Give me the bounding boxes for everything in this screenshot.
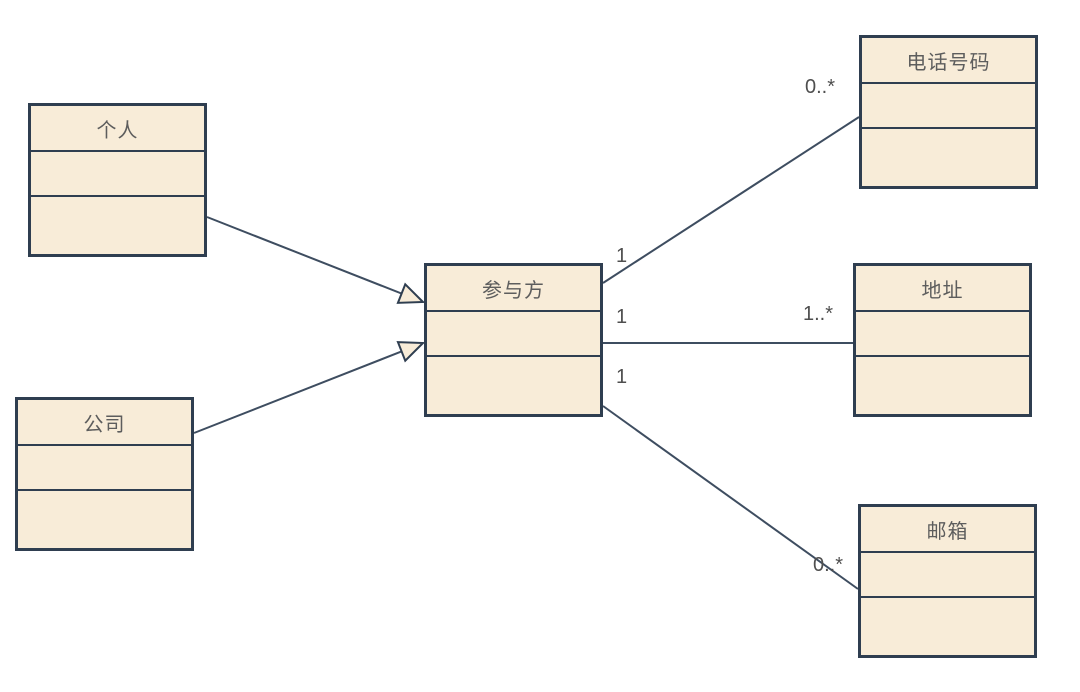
class-box-address[interactable]: 地址 (853, 263, 1032, 417)
class-attributes-compartment (18, 446, 191, 491)
multiplicity-phone-target: 0..* (805, 76, 836, 98)
generalization-company-to-party[interactable] (193, 341, 426, 434)
class-attributes-compartment (856, 312, 1029, 357)
class-title: 参与方 (427, 266, 600, 312)
class-operations-compartment (856, 357, 1029, 414)
class-operations-compartment (861, 598, 1034, 655)
class-box-email[interactable]: 邮箱 (858, 504, 1037, 658)
class-box-phone[interactable]: 电话号码 (859, 35, 1038, 189)
generalization-person-to-party[interactable] (206, 216, 426, 304)
association-party-to-phone[interactable] (602, 116, 860, 284)
association-party-to-email[interactable] (602, 405, 859, 590)
class-box-person[interactable]: 个人 (28, 103, 207, 257)
multiplicity-party-address-source: 1 (616, 306, 628, 328)
class-title: 邮箱 (861, 507, 1034, 553)
class-operations-compartment (427, 357, 600, 414)
class-attributes-compartment (31, 152, 204, 197)
class-attributes-compartment (427, 312, 600, 357)
multiplicity-address-target: 1..* (803, 303, 834, 325)
class-attributes-compartment (862, 84, 1035, 129)
class-operations-compartment (31, 197, 204, 254)
class-box-company[interactable]: 公司 (15, 397, 194, 551)
class-title: 地址 (856, 266, 1029, 312)
multiplicity-party-phone-source: 1 (616, 245, 628, 267)
multiplicity-party-email-source: 1 (616, 366, 628, 388)
class-title: 个人 (31, 106, 204, 152)
class-operations-compartment (18, 491, 191, 548)
multiplicity-email-target: 0..* (813, 554, 844, 576)
class-title: 公司 (18, 400, 191, 446)
class-operations-compartment (862, 129, 1035, 186)
class-box-party[interactable]: 参与方 (424, 263, 603, 417)
class-attributes-compartment (861, 553, 1034, 598)
class-title: 电话号码 (862, 38, 1035, 84)
